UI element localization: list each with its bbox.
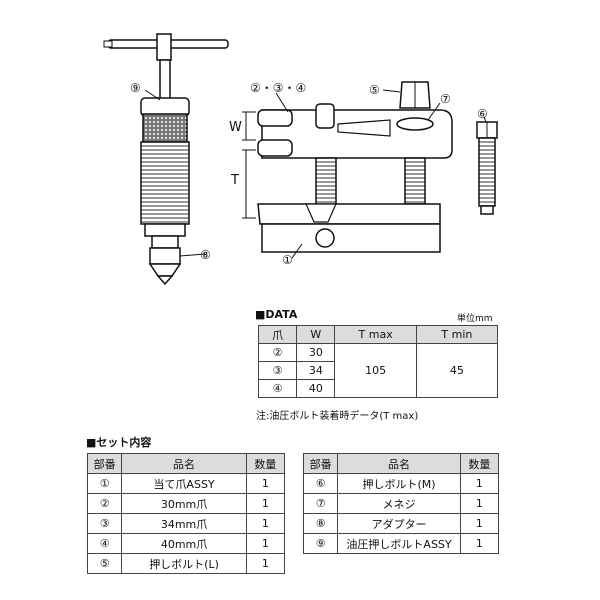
- data-claw: ④: [257, 379, 298, 398]
- puller-frame: [242, 81, 453, 253]
- part-name: 押しボルト(M): [337, 473, 461, 494]
- dimension-w-label: W: [229, 120, 242, 135]
- data-tmax: 105: [334, 343, 417, 398]
- header-part-no: 部番: [302, 453, 339, 474]
- table-row: ⑥ 押しボルト(M) 1: [302, 473, 500, 494]
- parts-diagram: ⑨ ⑧ ②・③・④ ⑤ ⑦ ⑥ ① W T: [103, 33, 498, 286]
- data-w: 40: [296, 379, 336, 398]
- dimension-t-label: T: [230, 173, 239, 188]
- part-no: ⑧: [302, 513, 339, 534]
- table-row: ① 当て爪ASSY 1: [86, 473, 286, 494]
- table-row: ⑧ アダプター 1: [302, 513, 500, 534]
- table-row: ⑤ 押しボルト(L) 1: [86, 553, 286, 574]
- label-6: ⑥: [477, 107, 488, 121]
- part-no: ④: [86, 533, 123, 554]
- table-row: ④ 40mm爪 1: [86, 533, 286, 554]
- header-part-name: 品名: [337, 453, 461, 474]
- data-claw: ②: [257, 343, 298, 362]
- header-quantity: 数量: [459, 453, 500, 474]
- hydraulic-bolt-assy: [103, 33, 229, 286]
- header-part-name: 品名: [121, 453, 247, 474]
- part-no: ⑨: [302, 533, 339, 554]
- part-name: 30mm爪: [121, 493, 247, 514]
- data-row: ④ 40: [257, 379, 498, 398]
- part-name: 当て爪ASSY: [121, 473, 247, 494]
- part-qty: 1: [459, 493, 500, 514]
- part-qty: 1: [245, 533, 286, 554]
- data-table-header: 爪 W T max T min: [257, 325, 499, 344]
- label-1: ①: [282, 253, 293, 267]
- set-table-right: 部番 品名 数量 ⑥ 押しボルト(M) 1 ⑦ メネジ 1 ⑧ アダプター 1 …: [302, 453, 500, 554]
- part-name: 押しボルト(L): [121, 553, 247, 574]
- label-9: ⑨: [130, 81, 141, 95]
- part-name: 油圧押しボルトASSY: [337, 533, 461, 554]
- part-name: 40mm爪: [121, 533, 247, 554]
- leader-lines: [144, 89, 487, 259]
- data-row: ③ 34: [257, 361, 498, 380]
- part-qty: 1: [245, 513, 286, 534]
- part-no: ①: [86, 473, 123, 494]
- data-tmin: 45: [415, 343, 499, 398]
- label-5: ⑤: [369, 83, 380, 97]
- set-table-left: 部番 品名 数量 ① 当て爪ASSY 1 ② 30mm爪 1 ③ 34mm爪 1…: [86, 453, 286, 574]
- data-claw: ③: [257, 361, 298, 380]
- set-table-header: 部番 品名 数量: [302, 453, 500, 474]
- header-w: W: [296, 325, 336, 344]
- label-7: ⑦: [440, 92, 451, 106]
- data-unit: 単位mm: [457, 314, 493, 324]
- label-8: ⑧: [200, 248, 211, 262]
- table-row: ② 30mm爪 1: [86, 493, 286, 514]
- part-qty: 1: [459, 533, 500, 554]
- data-title: ■DATA: [255, 308, 298, 321]
- part-qty: 1: [245, 493, 286, 514]
- data-table: 爪 W T max T min ② 30 105 45 ③ 34 ④ 40: [257, 325, 499, 398]
- part-qty: 1: [459, 513, 500, 534]
- header-tmax: T max: [334, 325, 417, 344]
- set-table-header: 部番 品名 数量: [86, 453, 286, 474]
- part-qty: 1: [459, 473, 500, 494]
- table-row: ⑦ メネジ 1: [302, 493, 500, 514]
- data-row: ② 30 105 45: [257, 343, 499, 398]
- set-title: ■セット内容: [86, 436, 152, 449]
- data-w: 34: [296, 361, 336, 380]
- part-no: ⑥: [302, 473, 339, 494]
- table-row: ⑨ 油圧押しボルトASSY 1: [302, 533, 500, 554]
- part-no: ⑤: [86, 553, 123, 574]
- part-qty: 1: [245, 473, 286, 494]
- header-quantity: 数量: [245, 453, 286, 474]
- part-name: アダプター: [337, 513, 461, 534]
- header-part-no: 部番: [86, 453, 123, 474]
- header-claw: 爪: [257, 325, 298, 344]
- part-no: ②: [86, 493, 123, 514]
- part-qty: 1: [245, 553, 286, 574]
- data-w: 30: [296, 343, 336, 362]
- table-row: ③ 34mm爪 1: [86, 513, 286, 534]
- header-tmin: T min: [415, 325, 499, 344]
- part-no: ⑦: [302, 493, 339, 514]
- part-name: 34mm爪: [121, 513, 247, 534]
- part-name: メネジ: [337, 493, 461, 514]
- part-no: ③: [86, 513, 123, 534]
- push-bolt-m: [476, 121, 498, 215]
- data-note: 注:油圧ボルト装着時データ(T max): [256, 411, 419, 422]
- label-2-3-4: ②・③・④: [250, 81, 306, 95]
